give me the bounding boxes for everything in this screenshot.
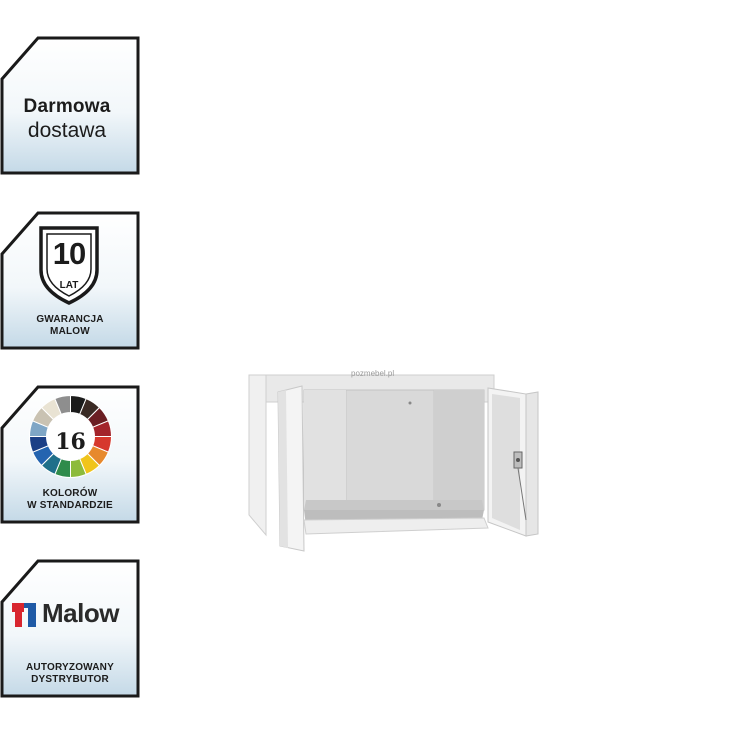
colors-count: 16 xyxy=(55,429,86,455)
distributor-line1: AUTORYZOWANY xyxy=(26,662,114,673)
cabinet-image xyxy=(248,374,539,552)
warranty-line1: GWARANCJA xyxy=(36,314,104,325)
shield-icon xyxy=(39,226,99,305)
delivery-line2: dostawa xyxy=(27,119,107,142)
malow-logo-icon xyxy=(12,603,36,627)
warranty-years: 10 xyxy=(52,236,86,271)
badge-frame xyxy=(0,36,140,175)
warranty-unit: LAT xyxy=(59,280,79,291)
distributor-badge: Malow AUTORYZOWANY DYSTRYBUTOR xyxy=(0,558,142,698)
watermark: pozmebel.pl xyxy=(351,369,395,378)
distributor-line2: DYSTRYBUTOR xyxy=(31,674,109,685)
free-delivery-badge: Darmowa dostawa xyxy=(0,35,142,175)
colors-line2: W STANDARDZIE xyxy=(27,500,113,511)
badge-frame xyxy=(0,559,140,698)
malow-brand: Malow xyxy=(42,598,119,628)
warranty-badge: 10 LAT GWARANCJA MALOW xyxy=(0,210,142,350)
delivery-line1: Darmowa xyxy=(23,96,111,117)
color-wheel-icon xyxy=(28,394,113,479)
warranty-line2: MALOW xyxy=(50,326,90,337)
colors-badge: 16 KOLORÓW W STANDARDZIE xyxy=(0,384,142,524)
colors-line1: KOLORÓW xyxy=(42,488,98,499)
